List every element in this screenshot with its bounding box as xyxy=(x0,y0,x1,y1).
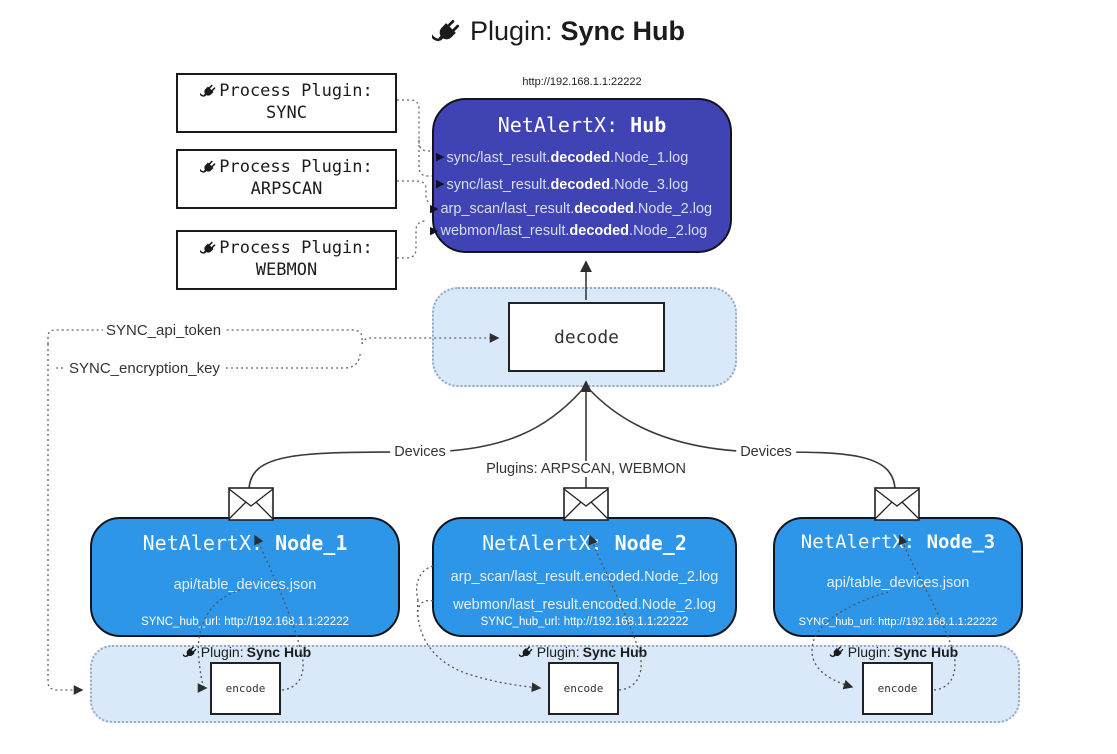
process-plugin-name: SYNC xyxy=(266,103,307,123)
node-file: api/table_devices.json xyxy=(826,575,970,591)
envelope-icon xyxy=(563,487,609,521)
node-file: webmon/last_result.encoded.Node_2.log xyxy=(453,597,716,613)
node-title: NetAlertX: Node_1 xyxy=(142,531,348,555)
process-plugin-label: Process Plugin: xyxy=(219,238,373,258)
hub-log-row: ▶ arp_scan/last_result.decoded.Node_2.lo… xyxy=(430,201,713,217)
node-box-node3: NetAlertX: Node_3 api/table_devices.json… xyxy=(773,517,1023,637)
setting-sync-encryption-key: SYNC_encryption_key xyxy=(66,360,223,377)
plug-icon xyxy=(183,645,198,660)
edge-label-plugins: Plugins: ARPSCAN, WEBMON xyxy=(482,461,690,477)
process-plugin-name: WEBMON xyxy=(255,260,318,280)
hub-box: NetAlertX: Hub ▶ sync/last_result.decode… xyxy=(430,98,732,253)
decode-box: decode xyxy=(508,302,665,372)
process-plugin-name: ARPSCAN xyxy=(250,179,323,199)
plug-icon xyxy=(200,159,217,176)
plug-icon xyxy=(200,240,217,257)
encode-box: encode xyxy=(210,662,281,715)
envelope-icon xyxy=(874,487,920,521)
node-box-node2: NetAlertX: Node_2 arp_scan/last_result.e… xyxy=(432,517,737,637)
page-title: Plugin: Sync Hub xyxy=(0,16,1117,47)
strip-plugin-label: Plugin: Sync Hub xyxy=(183,644,311,660)
process-plugin-box-webmon: Process Plugin: WEBMON xyxy=(176,230,397,290)
node-hub-url: SYNC_hub_url: http://192.168.1.1:22222 xyxy=(798,616,998,628)
edge-label-devices-left: Devices xyxy=(390,444,450,460)
page-title-prefix: Plugin: xyxy=(469,16,553,46)
hub-log-row: ▶ sync/last_result.decoded.Node_1.log xyxy=(436,149,689,166)
plug-icon xyxy=(519,645,534,660)
encode-box: encode xyxy=(862,662,933,715)
node-file: arp_scan/last_result.encoded.Node_2.log xyxy=(450,569,719,585)
arrow-right-icon: ▶ xyxy=(430,202,439,215)
hub-title-name: Hub xyxy=(630,113,667,137)
process-plugin-box-arpscan: Process Plugin: ARPSCAN xyxy=(176,149,397,209)
plug-icon xyxy=(432,17,462,47)
hub-title: NetAlertX: Hub xyxy=(434,113,730,137)
arrow-right-icon: ▶ xyxy=(436,178,445,190)
hub-log-row: ▶ sync/last_result.decoded.Node_3.log xyxy=(436,176,689,193)
node-title: NetAlertX: Node_2 xyxy=(482,531,687,555)
plug-icon xyxy=(200,83,217,100)
hub-url: http://192.168.1.1:22222 xyxy=(522,76,642,88)
edge-label-devices-right: Devices xyxy=(736,444,796,460)
node-title: NetAlertX: Node_3 xyxy=(800,531,996,553)
node-hub-url: SYNC_hub_url: http://192.168.1.1:22222 xyxy=(141,616,349,628)
hub-title-prefix: NetAlertX: xyxy=(497,113,619,137)
setting-sync-api-token: SYNC_api_token xyxy=(103,322,225,339)
encode-box: encode xyxy=(548,662,619,715)
process-plugin-label: Process Plugin: xyxy=(219,157,373,177)
plug-icon xyxy=(830,645,845,660)
process-plugin-label: Process Plugin: xyxy=(219,81,373,101)
strip-plugin-label: Plugin: Sync Hub xyxy=(519,644,647,660)
arrow-right-icon: ▶ xyxy=(430,224,439,237)
process-plugin-box-sync: Process Plugin: SYNC xyxy=(176,73,397,133)
node-file: api/table_devices.json xyxy=(173,577,317,593)
strip-plugin-label: Plugin: Sync Hub xyxy=(830,644,958,660)
node-box-node1: NetAlertX: Node_1 api/table_devices.json… xyxy=(90,517,400,637)
hub-log-row: ▶ webmon/last_result.decoded.Node_2.log xyxy=(430,223,708,239)
envelope-icon xyxy=(228,487,274,521)
hub-log-list: ▶ sync/last_result.decoded.Node_1.log ▶ … xyxy=(430,144,730,242)
arrow-right-icon: ▶ xyxy=(436,151,445,163)
page-title-name: Sync Hub xyxy=(560,16,686,46)
node-hub-url: SYNC_hub_url: http://192.168.1.1:22222 xyxy=(480,616,689,628)
